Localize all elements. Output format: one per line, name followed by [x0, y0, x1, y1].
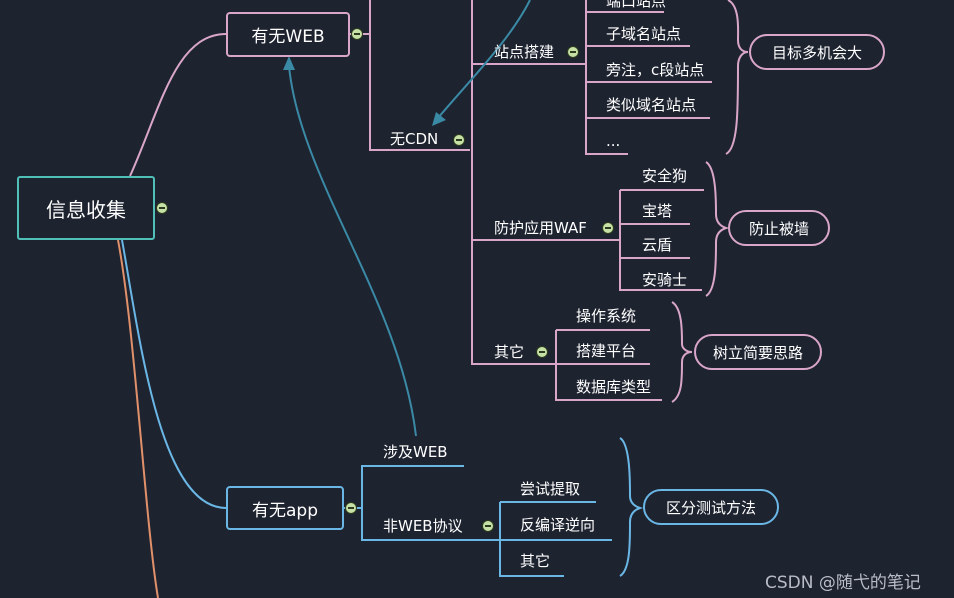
node-other[interactable]: 其它: [494, 343, 525, 361]
collapse-toggle-icon[interactable]: [345, 502, 357, 514]
summary-non-web-label: 区分测试方法: [665, 498, 756, 517]
summary-site-build-label: 目标多机会大: [771, 43, 862, 62]
node-involves-web[interactable]: 涉及WEB: [383, 443, 448, 461]
collapse-toggle-icon[interactable]: [156, 202, 168, 214]
site-item[interactable]: 旁注，c段站点: [606, 61, 705, 79]
waf-item[interactable]: 安全狗: [642, 167, 688, 185]
brace-waf: [705, 161, 730, 297]
waf-item[interactable]: 安骑士: [642, 271, 688, 289]
summary-waf-label: 防止被墙: [748, 219, 809, 238]
arrow-web-to-involves-web: [288, 65, 417, 437]
has-web-label: 有无WEB: [251, 27, 325, 47]
node-has-web[interactable]: 有无WEB: [226, 12, 350, 57]
watermark: CSDN @随弋的笔记: [765, 573, 921, 593]
summary-non-web[interactable]: 区分测试方法: [643, 489, 779, 525]
arrowhead-web: [283, 56, 295, 70]
node-has-app[interactable]: 有无app: [226, 486, 344, 530]
link-root-web: [129, 33, 227, 177]
node-waf[interactable]: 防护应用WAF: [494, 219, 587, 237]
link-nonweb-items: [499, 501, 612, 577]
link-other-items: [555, 329, 662, 401]
collapse-toggle-icon[interactable]: [351, 28, 363, 40]
node-no-cdn[interactable]: 无CDN: [390, 130, 439, 148]
summary-waf[interactable]: 防止被墙: [728, 210, 830, 246]
site-item[interactable]: 类似域名站点: [606, 96, 697, 114]
collapse-toggle-icon[interactable]: [536, 346, 548, 358]
summary-site-build[interactable]: 目标多机会大: [749, 34, 885, 70]
summary-other-label: 树立简要思路: [712, 343, 803, 362]
link-root-app: [121, 239, 227, 509]
collapse-toggle-icon[interactable]: [567, 46, 579, 58]
summary-other[interactable]: 树立简要思路: [694, 334, 822, 370]
arrowhead-nocdn: [432, 112, 446, 126]
non-web-item[interactable]: 其它: [520, 552, 551, 570]
waf-item[interactable]: 宝塔: [642, 202, 673, 220]
non-web-item[interactable]: 尝试提取: [520, 480, 581, 498]
collapse-toggle-icon[interactable]: [482, 520, 494, 532]
site-item[interactable]: 子域名站点: [606, 25, 682, 43]
link-waf-items: [619, 189, 704, 291]
non-web-item[interactable]: 反编译逆向: [520, 516, 596, 534]
site-item[interactable]: ...: [606, 132, 621, 150]
waf-item[interactable]: 云盾: [642, 236, 673, 254]
link-nocdn-spine: [471, 0, 490, 365]
has-app-label: 有无app: [252, 500, 318, 521]
link-web-spine: [350, 0, 470, 151]
brace-other: [671, 301, 693, 403]
link-site-items: [585, 0, 712, 155]
site-item[interactable]: 端口站点: [606, 0, 667, 10]
root-node[interactable]: 信息收集: [17, 176, 155, 240]
link-root-offscreen: [117, 239, 159, 598]
other-item[interactable]: 数据库类型: [576, 378, 652, 396]
brace-nonweb: [619, 437, 644, 577]
arrow-site-to-nocdn: [437, 0, 531, 119]
other-item[interactable]: 操作系统: [576, 307, 637, 325]
other-item[interactable]: 搭建平台: [576, 342, 637, 360]
node-site-build[interactable]: 站点搭建: [494, 43, 555, 61]
collapse-toggle-icon[interactable]: [453, 134, 465, 146]
brace-site-build: [725, 0, 749, 155]
node-non-web-protocol[interactable]: 非WEB协议: [383, 517, 463, 535]
root-label: 信息收集: [46, 197, 126, 222]
collapse-toggle-icon[interactable]: [602, 222, 614, 234]
